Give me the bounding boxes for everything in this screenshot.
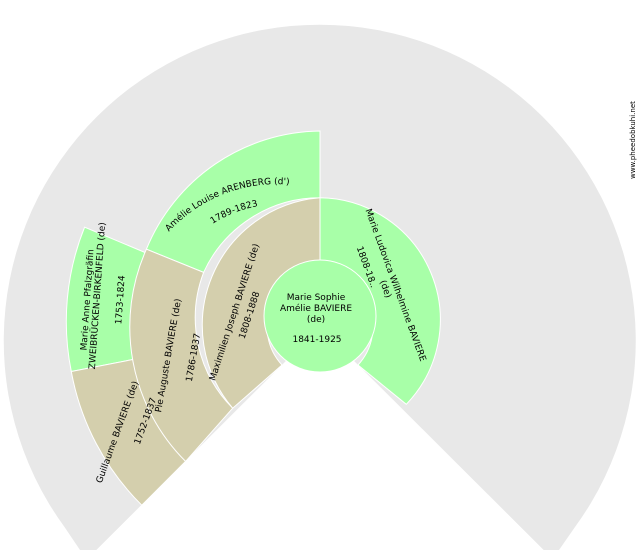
root-person-circle[interactable] (263, 259, 377, 373)
root-name-line2: Amélie BAVIERE (280, 303, 352, 314)
root-name-line1: Marie Sophie (287, 293, 346, 303)
watermark-text: www.pheedobkuhi.net (629, 101, 637, 179)
root-name-line3: (de) (307, 315, 325, 325)
sector-paternal-grandfather[interactable] (129, 248, 234, 463)
sector-paternal-grandmother[interactable] (145, 130, 321, 274)
root-dates: 1841-1925 (292, 335, 341, 345)
great-grandmother-dates: 1753-1824 (114, 275, 127, 325)
watermark: www.pheedobkuhi.net (629, 101, 637, 179)
